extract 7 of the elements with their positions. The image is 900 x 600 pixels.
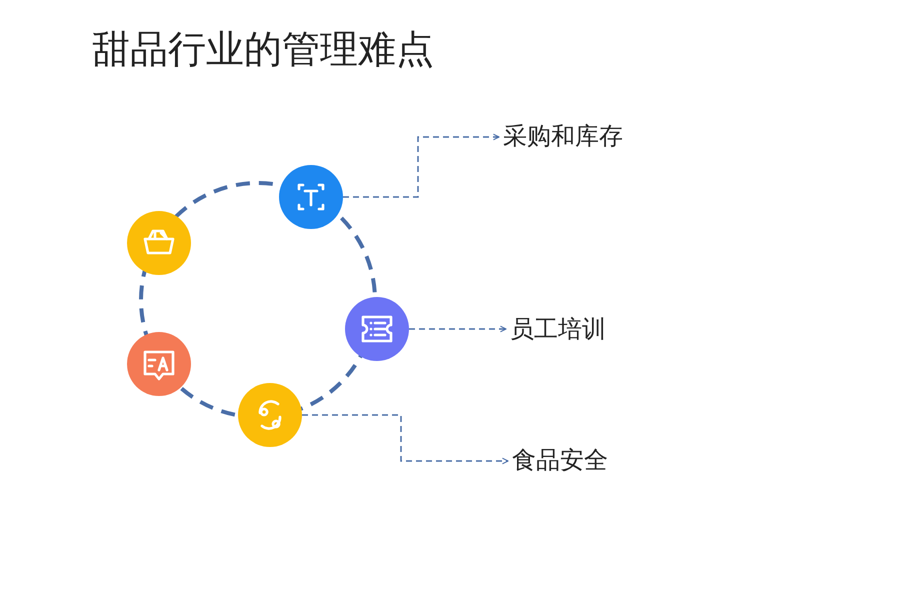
topic-label: 员工培训 bbox=[510, 313, 620, 347]
title: 甜品行业的管理难点 bbox=[92, 28, 434, 73]
dashed-arrow bbox=[343, 134, 500, 198]
topic-label: 采购和库存 bbox=[503, 120, 643, 154]
dashed-arrow bbox=[302, 414, 509, 464]
dashed-arrow bbox=[409, 326, 507, 332]
topic-label: 食品安全 bbox=[512, 444, 622, 478]
